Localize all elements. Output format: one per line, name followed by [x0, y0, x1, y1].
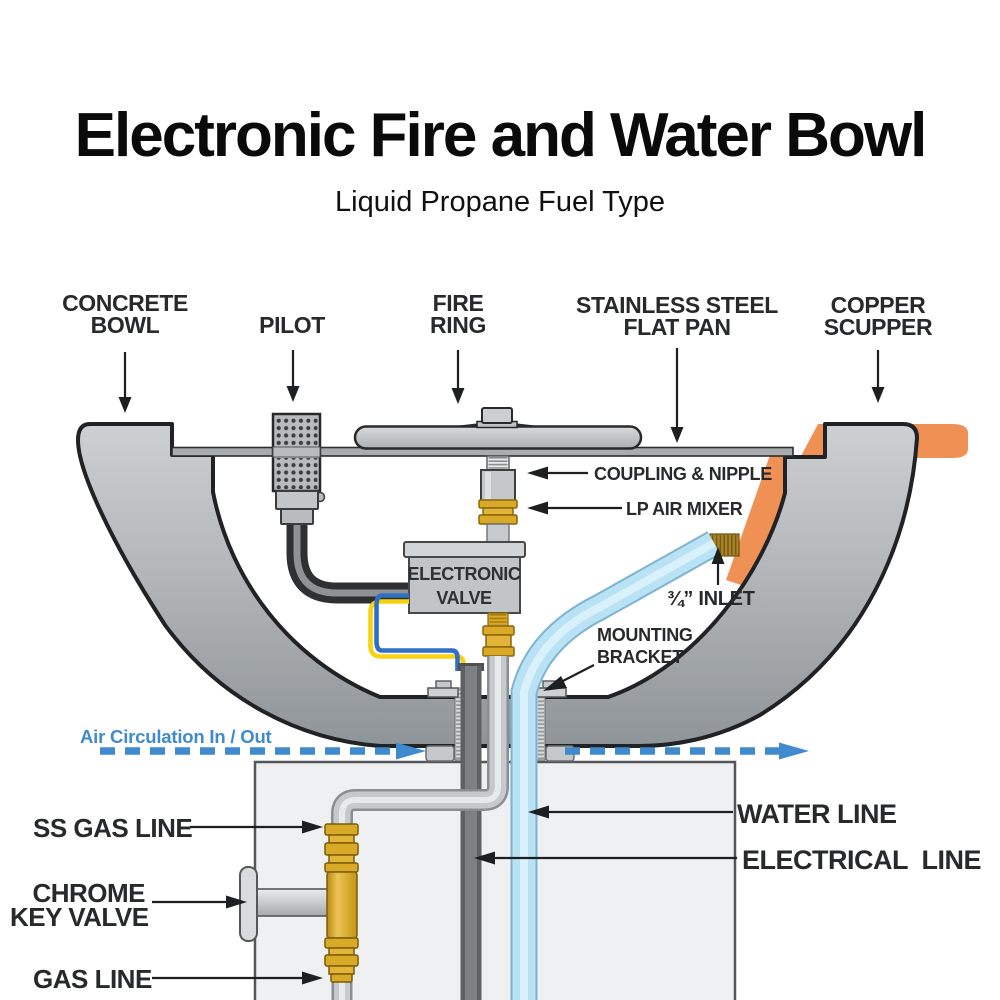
label-chrome-key-valve: CHROME KEY VALVE — [10, 878, 149, 932]
label-copper-scupper: COPPER SCUPPER — [823, 292, 933, 340]
fire-ring-shape — [353, 407, 643, 450]
lp-air-mixer-shape — [478, 499, 518, 525]
air-flow-arrow-left — [100, 742, 426, 760]
label-coupling-nipple: COUPLING & NIPPLE — [594, 464, 772, 484]
air-flow-arrow-right — [565, 742, 809, 760]
electronic-valve-shape — [403, 541, 526, 614]
label-ss-gas-line: SS GAS LINE — [33, 813, 193, 843]
label-air-circulation: Air Circulation In / Out — [80, 726, 272, 747]
page-title: Electronic Fire and Water Bowl — [74, 101, 928, 170]
key-valve-brass-assembly — [324, 823, 359, 983]
label-water-line: WATER LINE — [737, 799, 897, 829]
label-lp-air-mixer: LP AIR MIXER — [626, 499, 743, 519]
label-concrete-bowl: CONCRETE BOWL — [62, 290, 188, 338]
chrome-key-valve-shape — [239, 866, 331, 942]
page-subtitle: Liquid Propane Fuel Type — [335, 186, 665, 218]
electrical-line-pipe — [458, 663, 484, 1000]
valve-outlet-fitting — [482, 612, 515, 657]
label-stainless-pan: STAINLESS STEEL FLAT PAN — [576, 292, 778, 340]
label-fire-ring: FIRE RING — [430, 290, 486, 338]
label-inlet: ¾” INLET — [667, 588, 755, 610]
label-gas-line: GAS LINE — [33, 964, 152, 994]
label-electronic-valve: ELECTRONIC VALVE — [407, 564, 521, 608]
pilot-shape — [271, 412, 409, 604]
label-mounting-bracket: MOUNTING BRACKET — [597, 625, 693, 667]
coupling-nipple-shape — [480, 455, 516, 502]
water-line-pipe — [510, 531, 721, 1000]
label-arrows — [118, 348, 885, 985]
valve-wires — [368, 593, 466, 671]
label-electrical-line: ELECTRICAL LINE — [742, 845, 982, 875]
gas-line-pipe — [331, 656, 509, 1000]
mounting-bracket-hardware — [427, 680, 567, 761]
label-pilot: PILOT — [259, 312, 325, 338]
